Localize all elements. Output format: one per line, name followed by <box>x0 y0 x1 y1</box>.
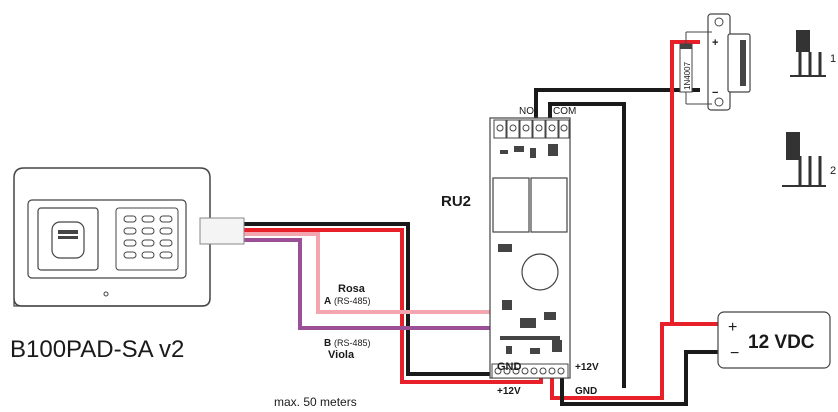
black-wire-supply <box>560 350 720 406</box>
pink-wire-a <box>244 232 520 378</box>
lock-minus: − <box>712 87 718 99</box>
jumper-1-icon <box>790 30 826 77</box>
supply-minus: − <box>730 345 739 362</box>
plus12-right-label: +12V <box>575 362 599 373</box>
distance-note: max. 50 meters <box>274 395 357 409</box>
door-lock <box>707 13 751 111</box>
rosa-signal: A <box>324 296 331 307</box>
cable-gland <box>199 217 245 245</box>
viola-signal: B <box>324 338 331 349</box>
ru2-module <box>489 117 571 379</box>
jumper-2-label: 2 <box>830 165 836 177</box>
supply-plus: + <box>728 319 737 336</box>
bottom-terminals <box>491 363 569 379</box>
black-wire-no <box>534 88 700 118</box>
plus12-left-label: +12V <box>497 386 521 397</box>
rosa-name: Rosa <box>338 283 366 295</box>
black-wire-com <box>548 102 626 388</box>
reader-name: B100PAD-SA v2 <box>10 336 184 363</box>
lock-plus: + <box>712 37 718 49</box>
top-terminals <box>493 119 570 139</box>
supply-label: 12 VDC <box>748 332 815 353</box>
rosa-protocol: (RS-485) <box>334 296 371 306</box>
reader-device <box>13 167 245 307</box>
wires <box>244 40 720 406</box>
red-wire-supply <box>550 322 720 400</box>
red-wire-12v <box>244 228 543 384</box>
red-wire-lock <box>670 40 700 324</box>
relay-1 <box>492 177 530 233</box>
violet-wire-b <box>244 238 510 378</box>
jumper-1-label: 1 <box>830 53 836 65</box>
diode <box>679 31 712 105</box>
viola-protocol: (RS-485) <box>334 338 371 348</box>
diode-label: 1N4007 <box>683 61 692 90</box>
power-supply <box>717 311 831 369</box>
relay-2 <box>530 177 568 233</box>
ru2-label: RU2 <box>441 193 471 210</box>
black-wire-gnd <box>244 222 532 378</box>
gnd-left-label: GND <box>497 361 522 373</box>
terminal-no-label: NO <box>519 106 534 117</box>
jumper-2-icon <box>782 132 826 187</box>
buzzer <box>521 253 559 291</box>
keypad <box>115 207 179 271</box>
gnd-right-label: GND <box>575 386 597 397</box>
viola-name: Viola <box>328 349 355 361</box>
terminal-com-label: COM <box>553 106 576 117</box>
led-indicator <box>103 291 109 297</box>
